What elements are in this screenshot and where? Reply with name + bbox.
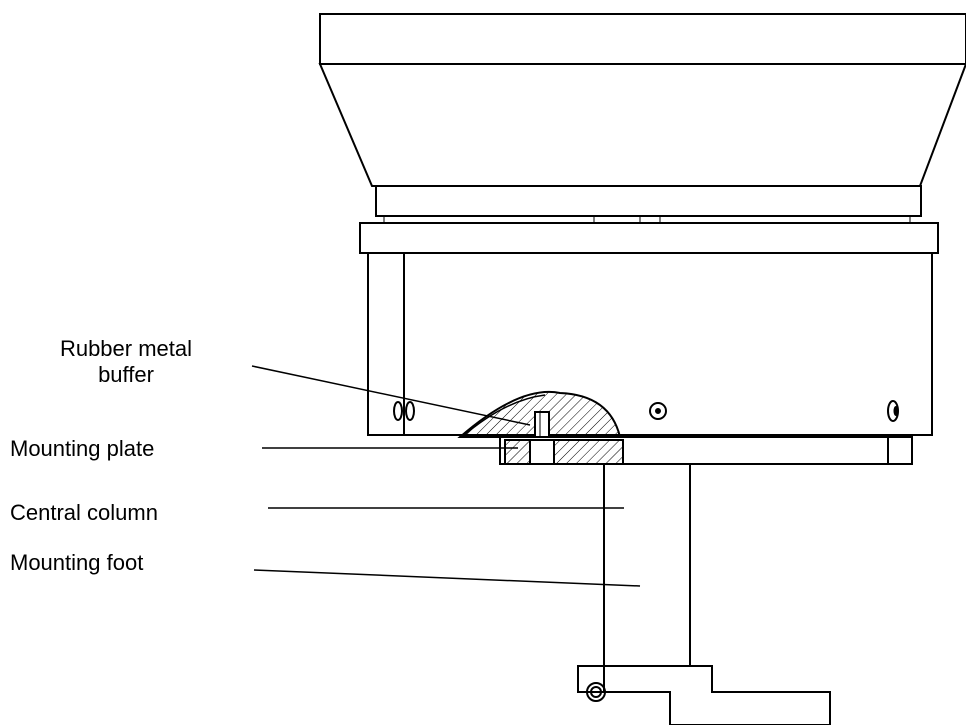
label-central-column: Central column [10, 500, 158, 525]
sensor-body [367, 252, 933, 436]
mounting-foot [577, 665, 831, 725]
flange-ring [359, 222, 939, 254]
leader-lines [251, 365, 641, 587]
label-rubber-metal-buffer: Rubber metal buffer [36, 336, 216, 388]
rubber-metal-buffer [457, 391, 622, 459]
leader-mounting-foot [253, 569, 641, 587]
label-mounting-foot: Mounting foot [10, 550, 144, 575]
label-rubber-metal-buffer-line1: Rubber metal [59, 336, 193, 361]
funnel-housing [318, 13, 966, 223]
mounting-plate [499, 436, 913, 465]
label-mounting-plate: Mounting plate [10, 436, 155, 461]
leader-rubber-buffer [251, 365, 531, 426]
central-column [603, 463, 691, 667]
label-rubber-metal-buffer-line2: buffer [98, 362, 154, 387]
